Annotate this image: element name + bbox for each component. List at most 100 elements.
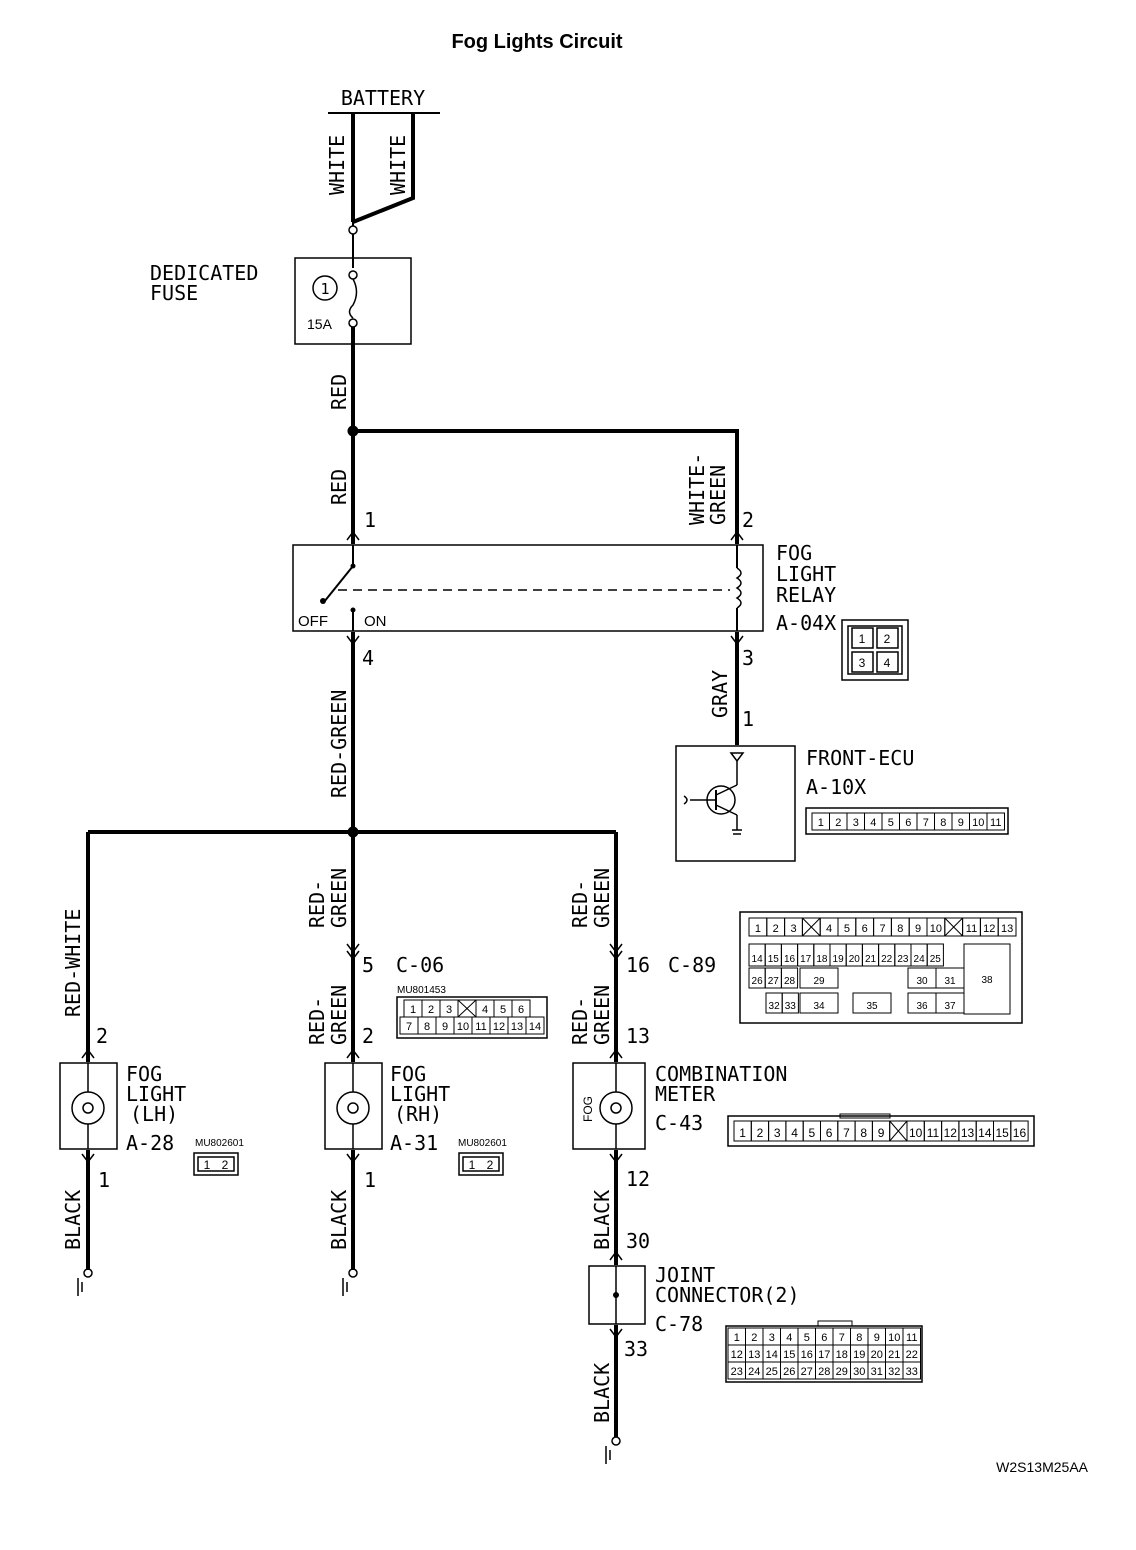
c06-part: MU801453 <box>397 985 446 996</box>
a10x-pin-8: 8 <box>940 817 946 829</box>
ground-rh <box>342 1268 358 1296</box>
c89-pin-6: 6 <box>862 923 868 935</box>
c43-pin-15: 15 <box>995 1126 1009 1140</box>
c78-pin-1: 1 <box>734 1332 740 1344</box>
diagram-code: W2S13M25AA <box>996 1459 1088 1475</box>
fog-rh-label-2: LIGHT <box>390 1082 450 1106</box>
a04x-pin-4: 4 <box>884 656 891 670</box>
c06-pin-3: 3 <box>446 1004 452 1016</box>
pin-relay-1: 1 <box>364 508 376 532</box>
c78-pin-11: 11 <box>906 1332 917 1344</box>
connector-a04x: 1 2 3 4 <box>841 619 909 681</box>
c06-pin-1: 1 <box>410 1004 416 1016</box>
c78-pin-6: 6 <box>821 1332 827 1344</box>
c89-pin-4: 4 <box>826 923 832 935</box>
wire-label-white-1: WHITE <box>325 135 349 195</box>
pin-lh-2: 2 <box>96 1024 108 1048</box>
a10x-pin-10: 10 <box>972 817 984 829</box>
c78-pin-25: 25 <box>766 1366 778 1378</box>
c78-pin-29: 29 <box>836 1366 848 1378</box>
c89-pin-33: 33 <box>785 1001 797 1012</box>
relay-off-label: OFF <box>298 613 328 630</box>
relay-code: A-04X <box>776 611 836 635</box>
c89-pin-23: 23 <box>897 954 909 965</box>
c78-pin-9: 9 <box>874 1332 880 1344</box>
c43-pin-5: 5 <box>809 1126 816 1140</box>
joint-connector <box>588 1265 646 1325</box>
c89-pin-31: 31 <box>944 976 956 987</box>
c89-pin-3: 3 <box>790 923 796 935</box>
c43-pin-12: 12 <box>944 1126 958 1140</box>
ground-lh <box>77 1268 93 1296</box>
a04x-pin-2: 2 <box>884 632 891 646</box>
c89-pin-7: 7 <box>879 923 885 935</box>
c89-pin-10: 10 <box>930 923 942 935</box>
c78-pin-30: 30 <box>853 1366 865 1378</box>
c78-pin-10: 10 <box>888 1332 900 1344</box>
fog-rh-connector: 1 2 <box>458 1152 504 1176</box>
c06-pin-10: 10 <box>457 1021 469 1033</box>
relay-label-2: LIGHT <box>776 562 836 586</box>
wire-label-rh-1: RED- <box>305 880 329 928</box>
ground-joint <box>605 1436 621 1464</box>
wire-white-2 <box>352 113 415 224</box>
relay-on-label: ON <box>364 613 387 630</box>
battery-label: BATTERY <box>341 86 425 110</box>
c89-pin-20: 20 <box>849 954 861 965</box>
c89-pin-12: 12 <box>983 923 995 935</box>
combination-meter: FOG <box>572 1062 646 1150</box>
pin-rh-1: 1 <box>364 1168 376 1192</box>
c89-pin-25: 25 <box>930 954 942 965</box>
c43-pin-4: 4 <box>791 1126 798 1140</box>
c78-pin-32: 32 <box>888 1366 900 1378</box>
c06-pin-13: 13 <box>511 1021 523 1033</box>
c78-pin-2: 2 <box>751 1332 757 1344</box>
c89-pin-5: 5 <box>844 923 850 935</box>
fog-light-lh <box>59 1062 118 1150</box>
fog-lh-connector: 1 2 <box>193 1152 239 1176</box>
c78-pin-33: 33 <box>906 1366 918 1378</box>
c43-pin-8: 8 <box>860 1126 867 1140</box>
c06-pin-9: 9 <box>442 1021 448 1033</box>
a10x-pin-4: 4 <box>870 817 876 829</box>
c78-pin-5: 5 <box>804 1332 810 1344</box>
pin-relay-3: 3 <box>742 646 754 670</box>
c78-pin-19: 19 <box>853 1349 865 1361</box>
c89-pin-37: 37 <box>944 1001 956 1012</box>
fog-lh-label-2: LIGHT <box>126 1082 186 1106</box>
fuse-label-2: FUSE <box>150 281 198 305</box>
c78-pin-26: 26 <box>783 1366 795 1378</box>
c89-pin-15: 15 <box>768 954 780 965</box>
wire-label-white-green-2: GREEN <box>706 465 730 525</box>
wire-white-green <box>353 429 739 544</box>
a10x-pin-1: 1 <box>818 817 824 829</box>
fuse-rating: 15A <box>307 316 333 332</box>
relay-label-3: RELAY <box>776 583 836 607</box>
c89-pin-22: 22 <box>881 954 893 965</box>
a10x-pin-6: 6 <box>905 817 911 829</box>
wire-label-white-2: WHITE <box>386 135 410 195</box>
wire-label-meter-2: GREEN <box>590 868 614 928</box>
connector-arrow-c89 <box>609 943 623 961</box>
c89-pin-29: 29 <box>813 976 825 987</box>
fog-lh-conn-pin-2: 2 <box>222 1158 229 1172</box>
c78-pin-15: 15 <box>783 1349 795 1361</box>
c43-pin-10: 10 <box>909 1126 923 1140</box>
fuse-label-1: DEDICATED <box>150 261 258 285</box>
c89-pin-8: 8 <box>897 923 903 935</box>
fuse-number: 1 <box>320 280 329 298</box>
c78-pin-3: 3 <box>769 1332 775 1344</box>
fog-light-relay: OFF ON <box>292 544 764 632</box>
wire-label-red-2: RED <box>327 469 351 505</box>
c89-pin-24: 24 <box>914 954 926 965</box>
fog-lh-conn-pin-1: 1 <box>204 1158 211 1172</box>
c89-pin-34: 34 <box>813 1001 825 1012</box>
c43-pin-3: 3 <box>774 1126 781 1140</box>
wire-label-red-green: RED-GREEN <box>327 690 351 798</box>
fog-rh-conn-pin-1: 1 <box>469 1158 476 1172</box>
joint-label-1: JOINT <box>655 1263 715 1287</box>
c89-pin-16: 16 <box>784 954 796 965</box>
